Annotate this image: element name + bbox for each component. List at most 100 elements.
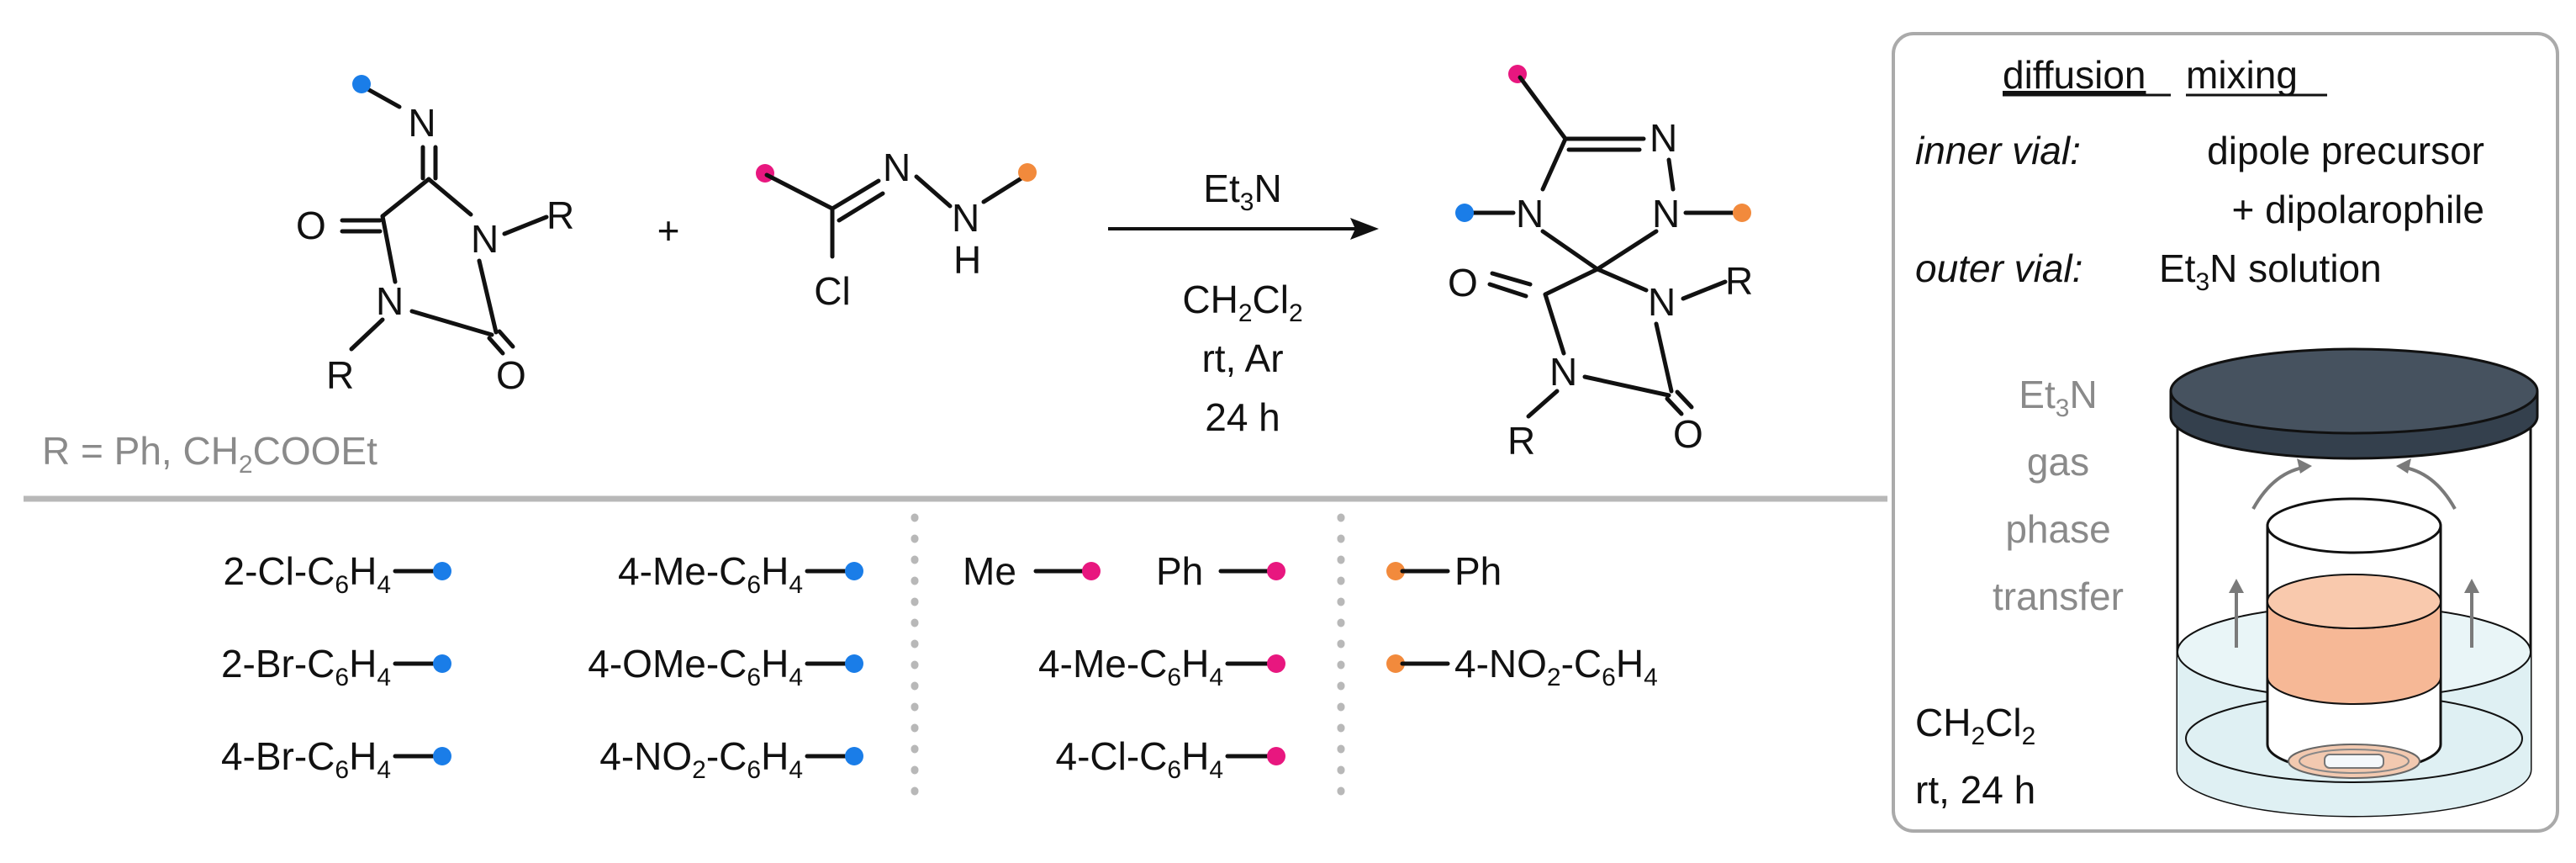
pink-substituent-dot	[1267, 562, 1285, 580]
vial-illustration	[2169, 347, 2539, 818]
substituent-label: 2-Br-C6H4	[221, 642, 391, 691]
blue-list-column-2: 4-Me-C6H4 4-OMe-C6H4 4-NO2-C6H4	[588, 549, 863, 784]
substituent-label: 4-Me-C6H4	[618, 549, 803, 599]
blue-substituent-dot	[1455, 204, 1474, 222]
up-arrow-head	[2229, 579, 2244, 593]
blue-substituent-dot	[433, 654, 451, 673]
reactant-1-structure: N O N R N R O	[296, 75, 574, 397]
panel-time-label: rt, 24 h	[1915, 768, 2035, 812]
panel-heading-mixing: mixing	[2186, 53, 2298, 97]
substituent-label: Me	[963, 549, 1016, 593]
bond	[380, 214, 398, 284]
atom-label: N	[1516, 192, 1544, 236]
bond	[1582, 374, 1671, 398]
blue-substituent-dot	[352, 75, 371, 93]
reactant-2-structure: N N H Cl	[756, 146, 1037, 313]
curved-arrow-head	[2297, 458, 2312, 474]
orange-list: Ph 4-NO2-C6H4	[1386, 549, 1658, 691]
blue-substituent-dot	[845, 654, 863, 673]
bond	[1490, 271, 1533, 287]
bond	[477, 258, 499, 335]
atom-label: N	[1650, 116, 1677, 160]
atom-label: H	[953, 238, 981, 282]
blue-substituent-dot	[845, 562, 863, 580]
reaction-arrow	[1108, 218, 1379, 240]
bond	[914, 174, 953, 209]
product-structure: N N N O N R N R O	[1448, 65, 1753, 463]
orange-substituent-dot	[1733, 204, 1751, 222]
up-arrow-head	[2464, 579, 2479, 593]
transfer-label-transfer: transfer	[1993, 574, 2124, 618]
plus-sign: +	[657, 209, 680, 252]
inner-solution-surface	[2267, 574, 2441, 629]
substituent-label: 4-Br-C6H4	[221, 734, 391, 784]
solvent-label: CH2Cl2	[1182, 278, 1302, 327]
transfer-label-et3n: Et3N	[2019, 373, 2097, 422]
bond	[837, 191, 885, 223]
pink-list: Me Ph 4-Me-C6H4 4-Cl-C6H4	[963, 549, 1285, 784]
bond	[1675, 389, 1694, 410]
bond	[981, 174, 1027, 204]
stir-swirl	[2299, 749, 2410, 774]
bond	[380, 177, 431, 219]
bond	[1666, 157, 1676, 192]
blue-substituent-dot	[433, 562, 451, 580]
bond	[1595, 229, 1659, 272]
atom-label: R	[326, 353, 354, 397]
bond	[1543, 292, 1566, 356]
vial-lid-top	[2169, 347, 2539, 435]
outer-vial-content: Et3N solution	[2159, 246, 2382, 296]
atom-label: N	[952, 196, 979, 240]
atom-label: O	[296, 204, 326, 247]
bond	[1681, 279, 1728, 301]
inner-vial-label: inner vial:	[1915, 129, 2081, 172]
stir-bar	[2324, 754, 2384, 769]
bond	[487, 336, 505, 356]
atom-label: O	[1448, 261, 1478, 304]
atom-label: N	[408, 101, 435, 145]
inner-vial-line1: dipole precursor	[2207, 129, 2484, 172]
bond	[349, 317, 385, 352]
substituent-label: 4-OMe-C6H4	[588, 642, 803, 691]
atom-label: N	[883, 146, 911, 189]
bond	[1540, 136, 1568, 192]
bond	[1543, 267, 1600, 297]
bond	[1487, 282, 1528, 299]
atom-label: N	[1549, 350, 1577, 394]
atom-label: N	[471, 217, 499, 261]
substituent-table: 2-Cl-C6H4 2-Br-C6H4 4-Br-C6H4 4-Me-C6H4 …	[221, 513, 1658, 799]
panel-solvent-label: CH2Cl2	[1915, 701, 2035, 750]
atom-label: R	[1725, 259, 1753, 303]
transfer-label-gas: gas	[2027, 440, 2089, 484]
bond	[1654, 321, 1674, 394]
orange-substituent-dot	[1386, 654, 1405, 673]
orange-substituent-dot	[1018, 163, 1037, 182]
atom-label: R	[1507, 419, 1535, 463]
atom-label: O	[496, 353, 526, 397]
atmosphere-label: rt, Ar	[1201, 336, 1283, 380]
bond	[1665, 396, 1684, 416]
pink-substituent-dot	[1267, 747, 1285, 765]
time-label: 24 h	[1205, 395, 1280, 439]
pink-substituent-dot	[1267, 654, 1285, 673]
inner-vial-line2: + dipolarophile	[2231, 188, 2484, 231]
atom-label: N	[1652, 192, 1680, 236]
bond	[1595, 267, 1649, 293]
orange-substituent-dot	[1386, 562, 1405, 580]
substituent-label: Ph	[1454, 549, 1502, 593]
atom-label: N	[376, 279, 404, 323]
substituent-label: Ph	[1156, 549, 1203, 593]
atom-label: Cl	[814, 269, 850, 313]
substituent-label: 4-NO2-C6H4	[599, 734, 803, 784]
substituent-label: 4-NO2-C6H4	[1454, 642, 1658, 691]
panel-heading-diffusion: diffusion	[2003, 53, 2146, 97]
blue-substituent-dot	[845, 747, 863, 765]
atom-label: R	[546, 193, 574, 237]
atom-label: O	[1673, 412, 1703, 456]
transfer-label-phase: phase	[2005, 507, 2110, 551]
bond	[502, 214, 549, 236]
r-group-definition: R = Ph, CH2COOEt	[42, 429, 377, 479]
bond	[1518, 75, 1568, 141]
bond	[1540, 229, 1600, 272]
